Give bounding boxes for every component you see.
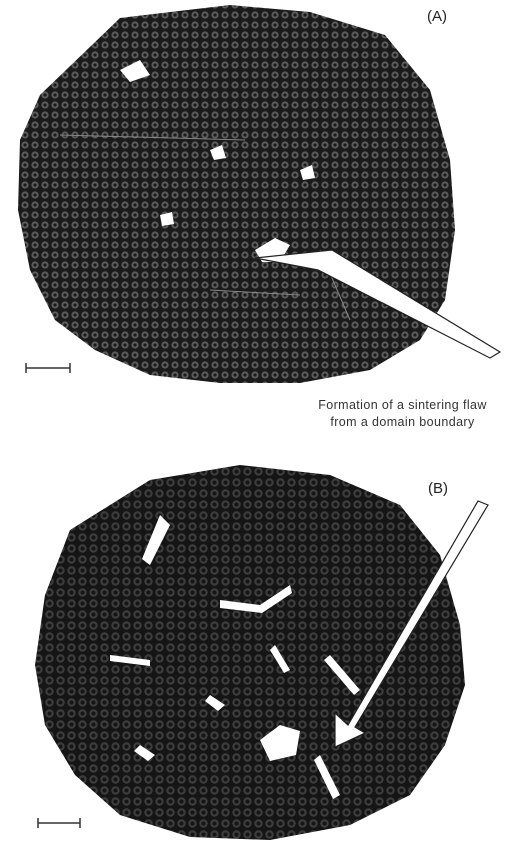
particle-aggregate-a [18, 5, 455, 383]
particle-aggregate-b [35, 465, 465, 840]
scale-bar-a [26, 363, 70, 373]
panel-b: (B) [0, 455, 517, 842]
panel-b-label: (B) [428, 480, 448, 497]
scale-bar-b [38, 818, 80, 828]
panel-a: (A) [0, 0, 517, 385]
flaw-caption: Formation of a sintering flaw from a dom… [290, 397, 515, 431]
particle-packing-image-b [0, 455, 517, 842]
particle-packing-image-a [0, 0, 517, 385]
caption-line-2: from a domain boundary [290, 414, 515, 431]
panel-a-label: (A) [427, 8, 447, 25]
caption-line-1: Formation of a sintering flaw [290, 397, 515, 414]
